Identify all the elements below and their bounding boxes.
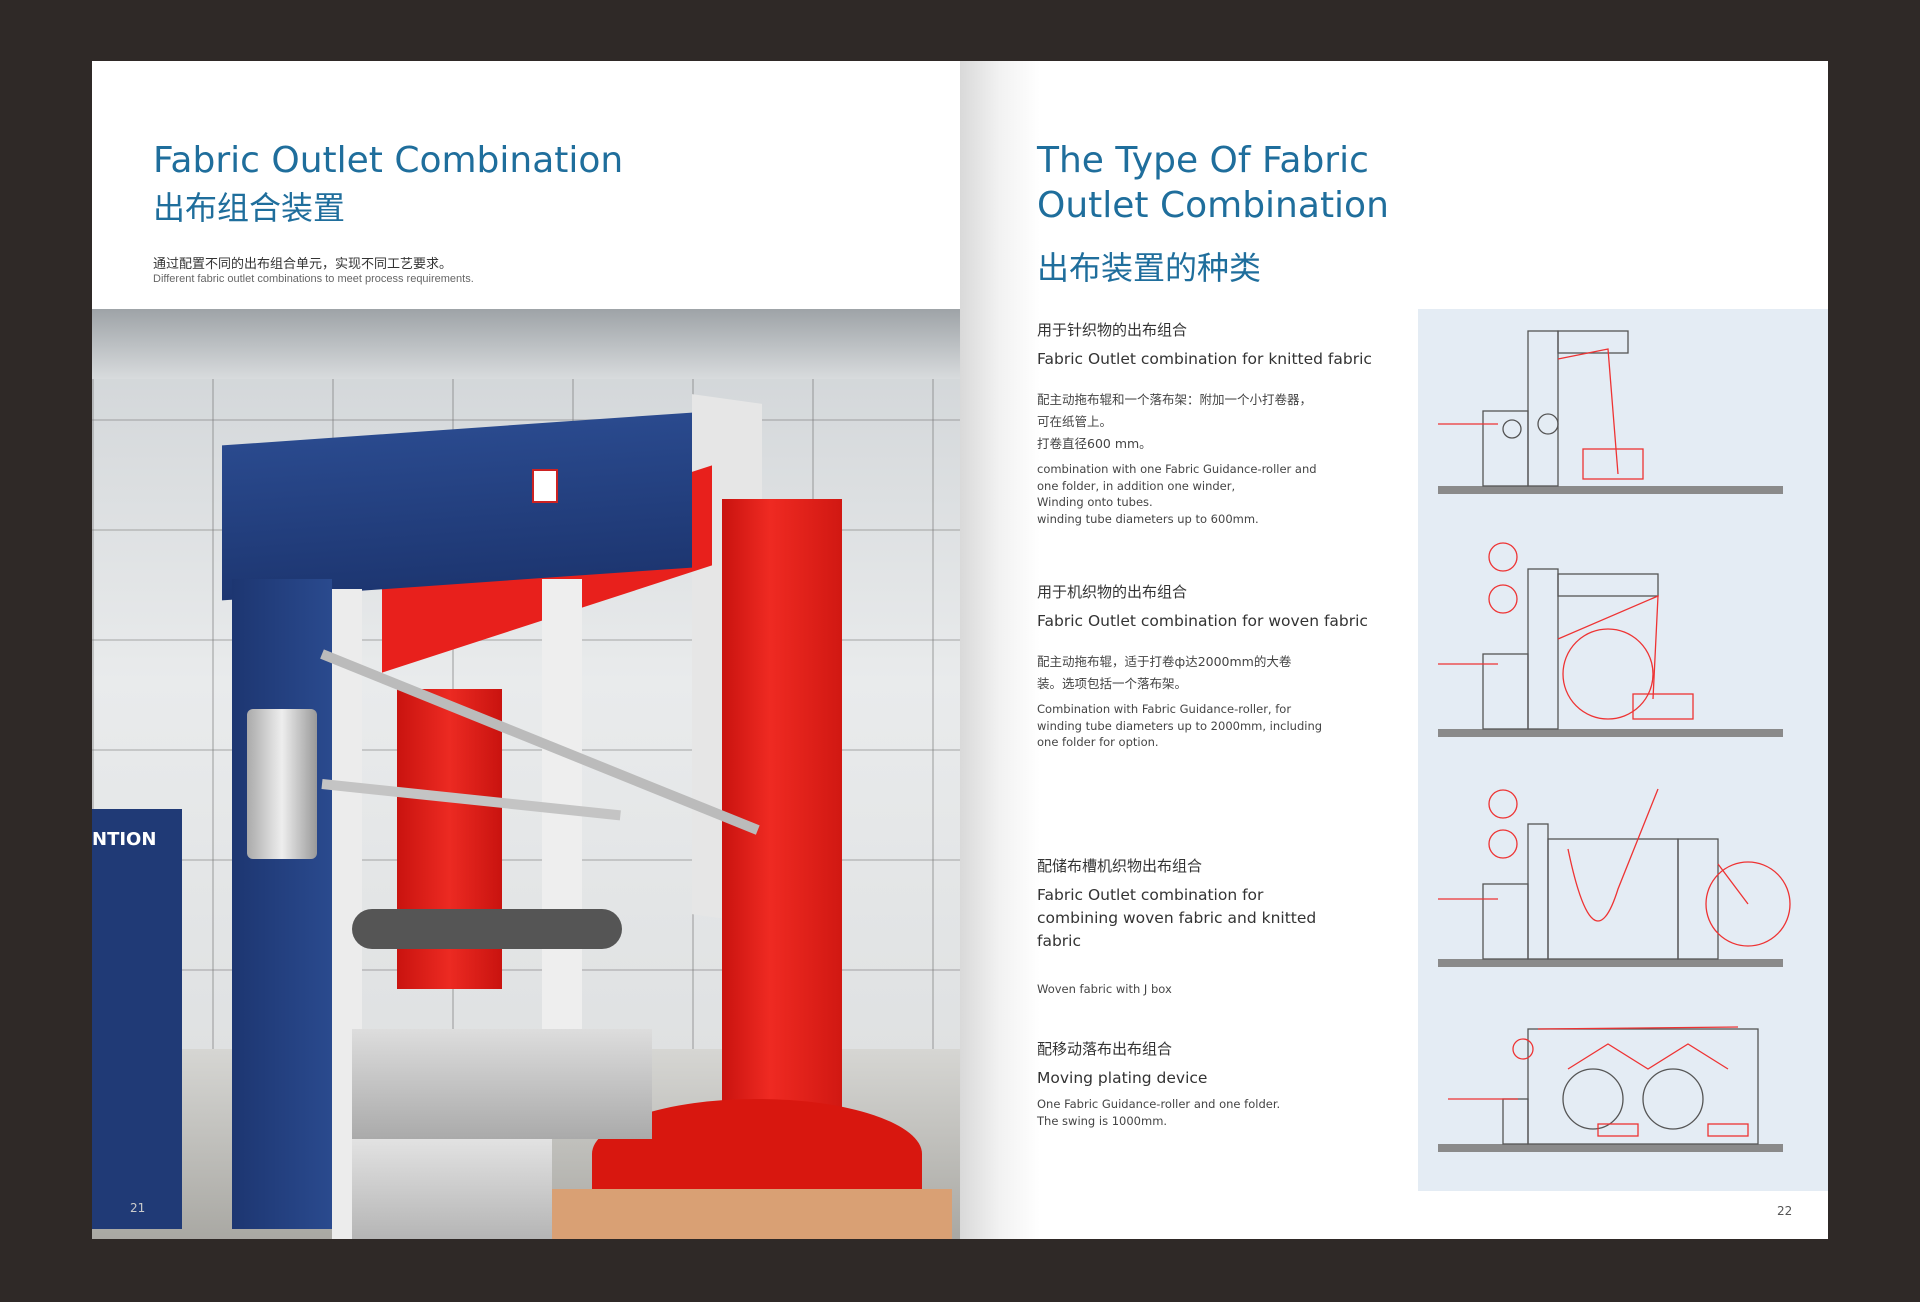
section-knitted: 用于针织物的出布组合 Fabric Outlet combination for… bbox=[1037, 319, 1397, 527]
diagram-moving-plating bbox=[1438, 1026, 1783, 1152]
left-page: Fabric Outlet Combination 出布组合装置 通过配置不同的… bbox=[92, 61, 960, 1239]
page-title-cn: 出布组合装置 bbox=[153, 189, 346, 227]
machine-logo: NTION bbox=[92, 829, 157, 850]
section-title-cn: 配储布槽机织物出布组合 bbox=[1037, 857, 1203, 875]
section-desc-cn: 配主动拖布辊和一个落布架：附加一个小打卷器，可在纸管上。打卷直径600 mm。 bbox=[1037, 392, 1313, 451]
diagram-knitted bbox=[1438, 330, 1783, 494]
section-title-cn: 配移动落布出布组合 bbox=[1037, 1040, 1173, 1058]
page-title-line2: Outlet Combination bbox=[1037, 185, 1389, 226]
section-desc-en: One Fabric Guidance-roller and one folde… bbox=[1037, 1097, 1281, 1128]
intro-en: Different fabric outlet combinations to … bbox=[153, 273, 474, 285]
section-combined: 配储布槽机织物出布组合 Fabric Outlet combination fo… bbox=[1037, 855, 1337, 998]
section-title-en: Fabric Outlet combination for woven fabr… bbox=[1037, 612, 1368, 630]
page-number: 22 bbox=[1777, 1204, 1793, 1218]
section-moving-plating: 配移动落布出布组合 Moving plating device One Fabr… bbox=[1037, 1038, 1397, 1129]
page-number: 21 bbox=[130, 1201, 146, 1215]
diagram-panel bbox=[1418, 309, 1828, 1191]
machine-photo: NTION 21 bbox=[92, 309, 960, 1239]
section-title-en: Fabric Outlet combination for combining … bbox=[1037, 886, 1317, 950]
diagram-woven bbox=[1438, 542, 1783, 737]
section-desc-en: combination with one Fabric Guidance-rol… bbox=[1037, 462, 1317, 526]
section-woven: 用于机织物的出布组合 Fabric Outlet combination for… bbox=[1037, 581, 1397, 751]
page-title-cn: 出布装置的种类 bbox=[1037, 249, 1262, 287]
diagram-combined bbox=[1438, 788, 1791, 967]
section-desc-cn: 配主动拖布辊，适于打卷ф达2000mm的大卷装。选项包括一个落布架。 bbox=[1037, 654, 1292, 691]
intro-cn: 通过配置不同的出布组合单元，实现不同工艺要求。 bbox=[153, 257, 453, 272]
right-page: The Type Of Fabric Outlet Combination 出布… bbox=[960, 61, 1828, 1239]
section-title-cn: 用于针织物的出布组合 bbox=[1037, 321, 1188, 339]
section-title-cn: 用于机织物的出布组合 bbox=[1037, 583, 1188, 601]
section-title-en: Fabric Outlet combination for knitted fa… bbox=[1037, 350, 1372, 368]
warning-sign-icon bbox=[532, 469, 558, 503]
section-desc-en: Woven fabric with J box bbox=[1037, 982, 1172, 996]
section-desc-en: Combination with Fabric Guidance-roller,… bbox=[1037, 702, 1323, 749]
section-title-en: Moving plating device bbox=[1037, 1069, 1208, 1087]
page-title-line1: The Type Of Fabric bbox=[1037, 140, 1369, 181]
page-title: Fabric Outlet Combination bbox=[153, 140, 624, 181]
